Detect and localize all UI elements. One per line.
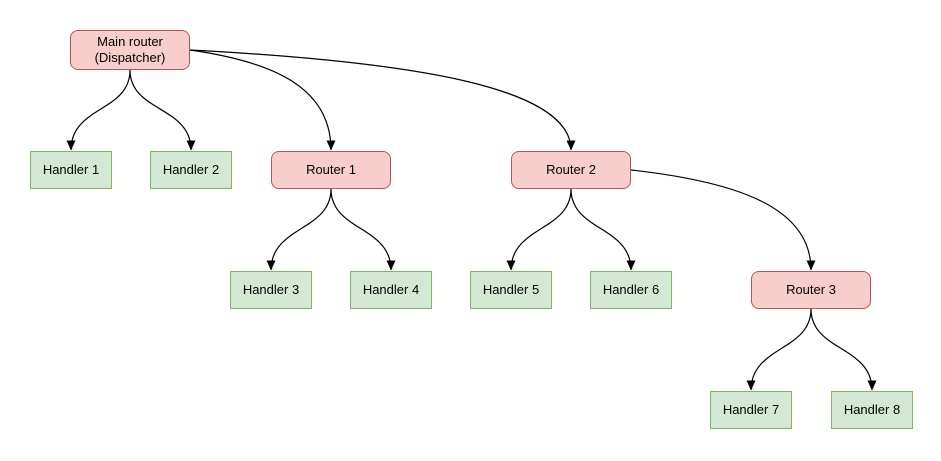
- edge-router-1-to-handler-4: [330, 188, 396, 271]
- node-handler-7: Handler 7: [710, 391, 792, 429]
- edge-router-3-to-handler-7: [746, 308, 812, 391]
- node-label: Router 3: [786, 282, 836, 297]
- node-label: Handler 6: [602, 282, 660, 297]
- node-router-2: Router 2: [511, 151, 631, 189]
- node-label: Handler 2: [162, 162, 220, 177]
- node-router-3: Router 3: [751, 271, 871, 309]
- node-handler-4: Handler 4: [350, 271, 432, 309]
- node-label: Handler 8: [843, 402, 901, 417]
- node-handler-6: Handler 6: [590, 271, 672, 309]
- edge-router-2-to-handler-5: [506, 188, 572, 271]
- node-label: Handler 7: [722, 402, 780, 417]
- edge-router-2-to-handler-6: [570, 188, 636, 271]
- node-label: Handler 3: [242, 282, 300, 297]
- node-handler-2: Handler 2: [150, 151, 232, 189]
- edge-main-router-to-handler-1: [66, 69, 131, 151]
- node-label: Handler 1: [42, 162, 100, 177]
- node-handler-3: Handler 3: [230, 271, 312, 309]
- edge-main-router-to-router-1: [189, 49, 336, 151]
- node-handler-1: Handler 1: [30, 151, 112, 189]
- node-label: Router 2: [546, 162, 596, 177]
- node-label: (Dispatcher): [94, 50, 166, 65]
- node-label: Main router: [97, 34, 163, 49]
- edge-router-3-to-handler-8: [810, 308, 877, 391]
- node-label: Handler 5: [482, 282, 540, 297]
- edge-main-router-to-handler-2: [129, 69, 196, 151]
- edge-group: [66, 49, 877, 391]
- node-main-router: Main router(Dispatcher): [70, 30, 190, 70]
- node-label: Router 1: [306, 162, 356, 177]
- edge-router-1-to-handler-3: [266, 188, 332, 271]
- node-handler-5: Handler 5: [470, 271, 552, 309]
- edge-main-router-to-router-2: [189, 49, 576, 151]
- node-router-1: Router 1: [271, 151, 391, 189]
- edge-router-2-to-router-3: [630, 169, 816, 271]
- node-handler-8: Handler 8: [831, 391, 913, 429]
- node-label: Handler 4: [362, 282, 420, 297]
